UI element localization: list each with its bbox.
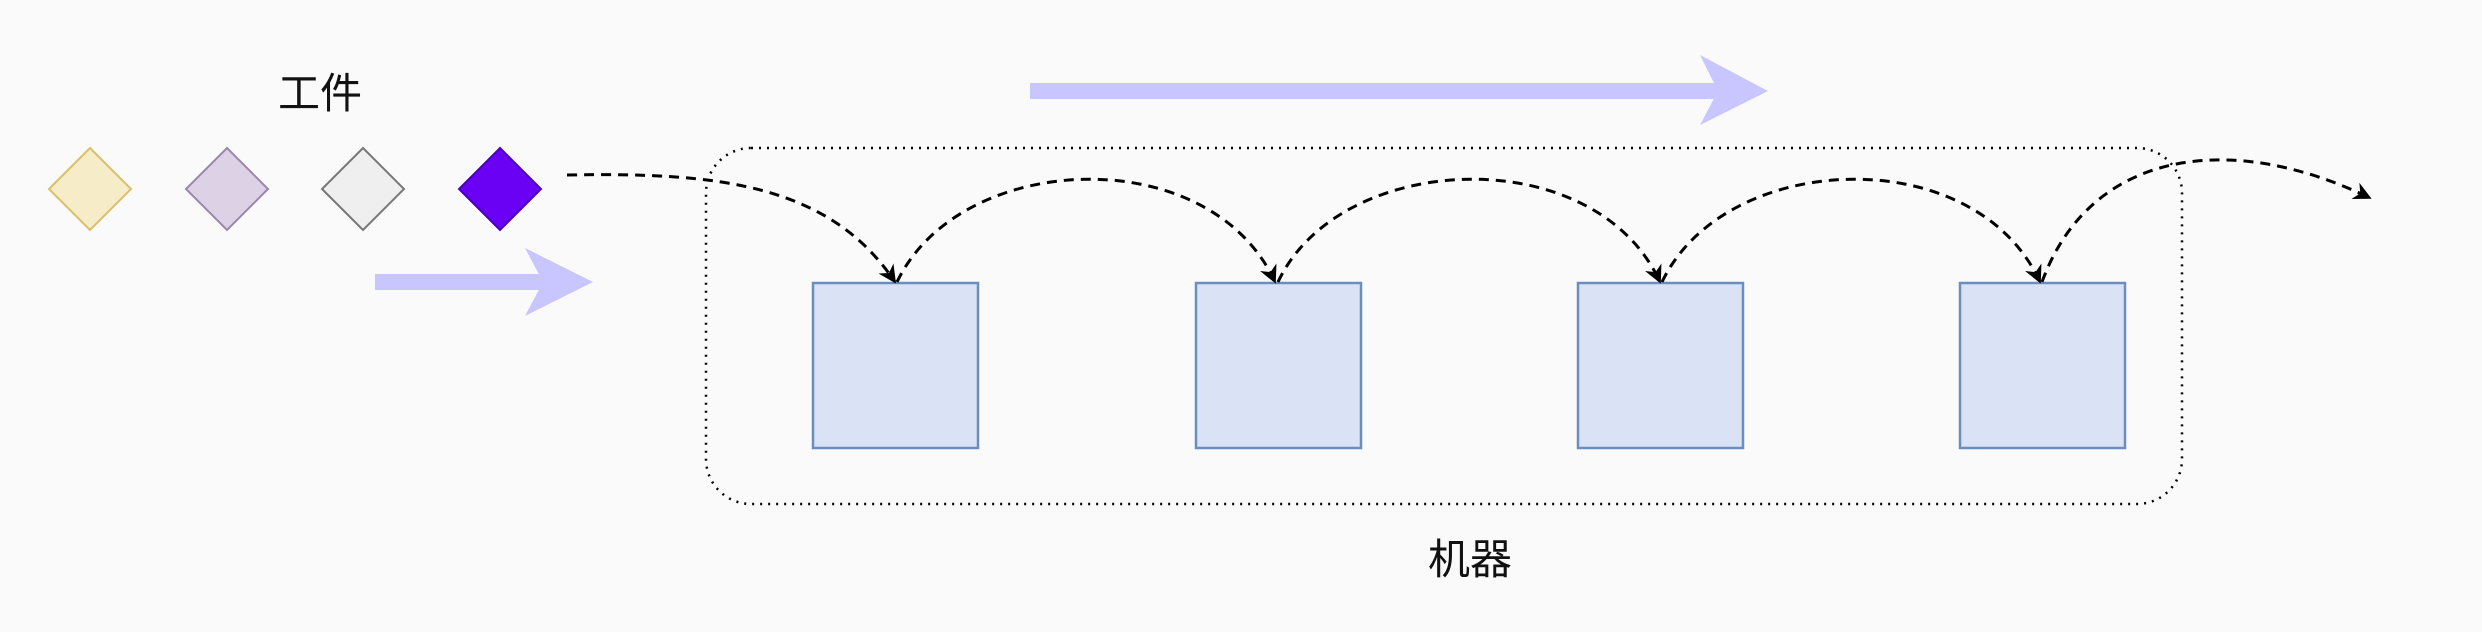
machine-row xyxy=(811,281,2127,450)
connector-layer xyxy=(566,158,2372,284)
workpiece-3 xyxy=(320,146,406,232)
workpiece-4 xyxy=(457,146,543,232)
workpiece-2 xyxy=(184,146,270,232)
machine-3 xyxy=(1576,281,1745,450)
connector-machine-3-to-4 xyxy=(1660,177,2042,284)
workpiece-row xyxy=(47,146,543,232)
flow-arrow-left xyxy=(375,248,593,316)
workpieces-label: 工件 xyxy=(278,69,362,118)
connector-machine-2-to-3 xyxy=(1276,177,1662,284)
machine-2 xyxy=(1194,281,1363,450)
machine-1 xyxy=(811,281,980,450)
flow-arrow-top xyxy=(1030,55,1768,125)
machines-label: 机器 xyxy=(1428,535,1512,584)
machine-4 xyxy=(1958,281,2127,450)
connector-machine-4-output xyxy=(2040,158,2372,283)
connector-machine-1-to-2 xyxy=(895,177,1277,284)
connector-input-to-machine-1 xyxy=(566,173,897,284)
workpiece-1 xyxy=(47,146,133,232)
